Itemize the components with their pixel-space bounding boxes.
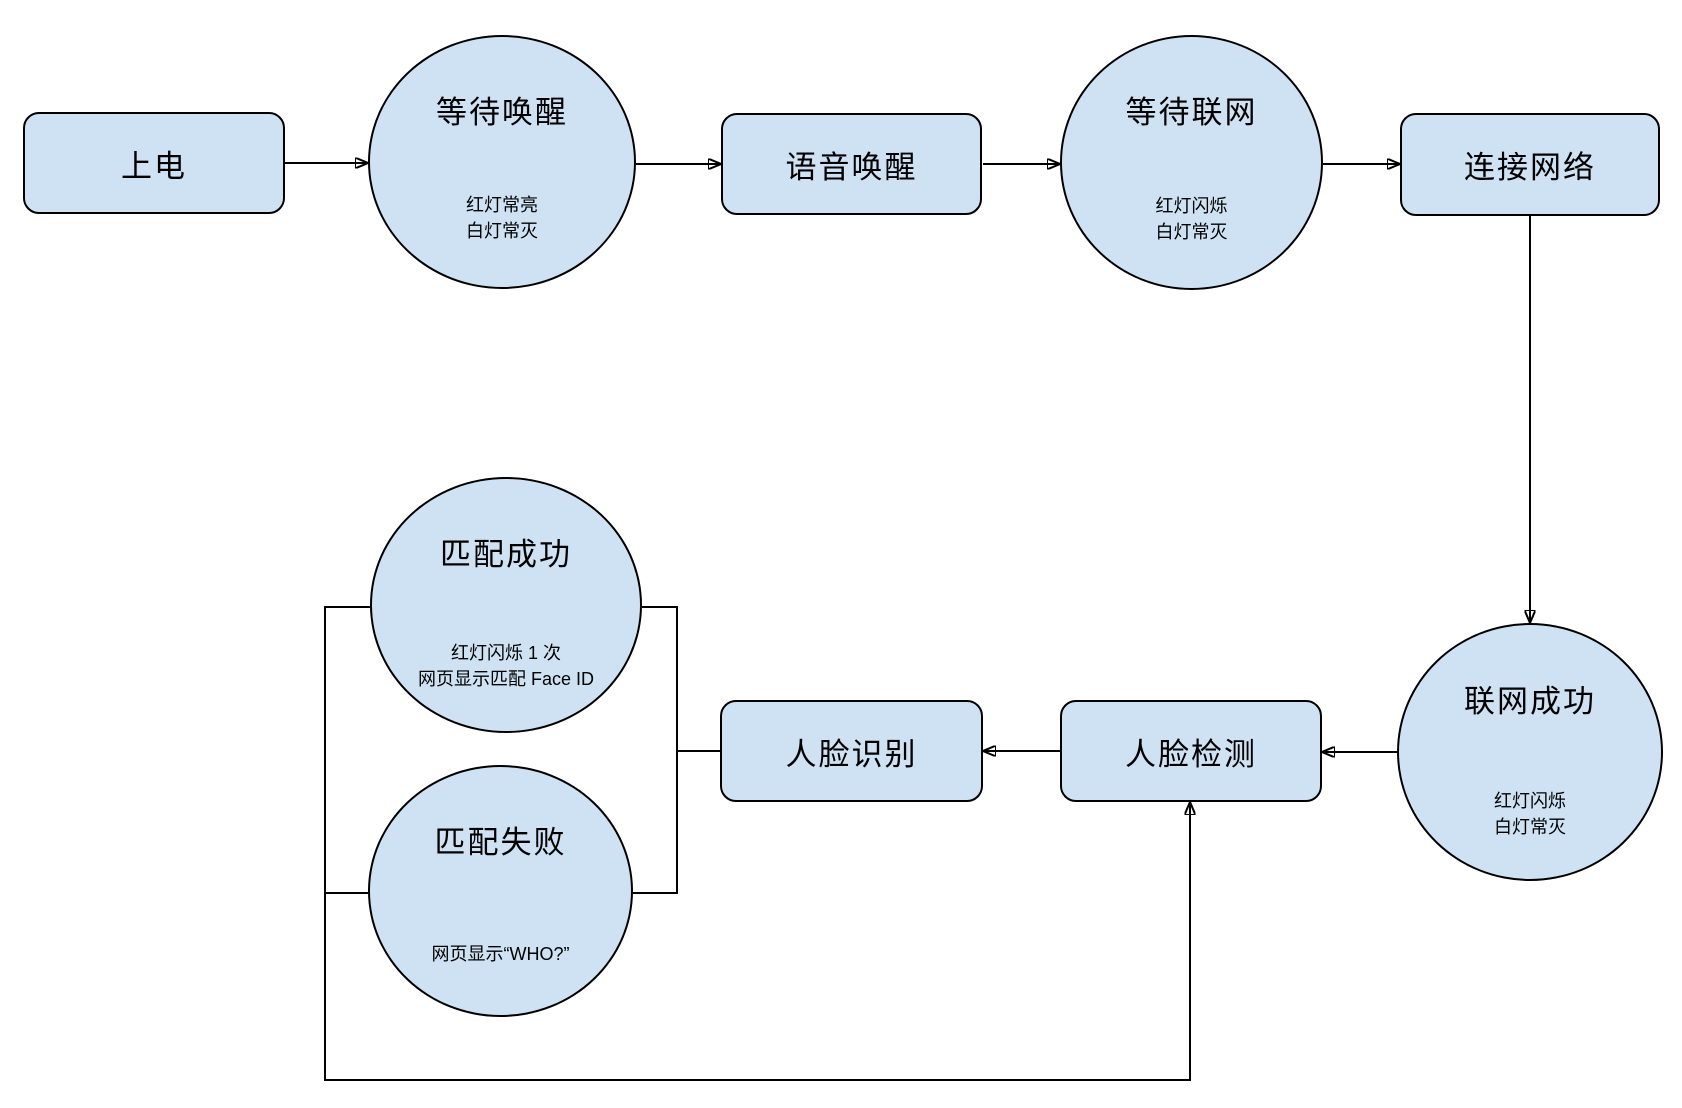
node-voice-wake-label: 语音唤醒 — [785, 149, 918, 185]
node-match-fail: 匹配失败 网页显示“WHO?” — [368, 765, 633, 1017]
node-match-success: 匹配成功 红灯闪烁 1 次 网页显示匹配 Face ID — [370, 477, 642, 733]
node-wait-network-title: 等待联网 — [1125, 95, 1258, 131]
node-network-success-sub: 红灯闪烁 白灯常灭 — [1494, 790, 1566, 837]
node-match-fail-sub: 网页显示“WHO?” — [431, 943, 570, 964]
node-network-success: 联网成功 红灯闪烁 白灯常灭 — [1397, 623, 1663, 881]
node-connect-network: 连接网络 — [1400, 113, 1660, 216]
node-power-on-label: 上电 — [121, 148, 187, 184]
node-connect-network-label: 连接网络 — [1464, 150, 1596, 185]
node-face-recognize-label: 人脸识别 — [785, 736, 918, 772]
node-face-detect-label: 人脸检测 — [1125, 736, 1257, 772]
node-wait-network: 等待联网 红灯闪烁 白灯常灭 — [1060, 35, 1323, 290]
node-match-fail-title: 匹配失败 — [434, 824, 567, 860]
node-face-recognize: 人脸识别 — [720, 700, 983, 802]
node-wait-network-sub: 红灯闪烁 白灯常灭 — [1155, 195, 1228, 242]
node-wait-wake: 等待唤醒 红灯常亮 白灯常灭 — [368, 35, 636, 289]
node-wait-wake-title: 等待唤醒 — [436, 95, 568, 130]
node-match-success-title: 匹配成功 — [440, 537, 572, 573]
node-network-success-title: 联网成功 — [1464, 683, 1596, 719]
node-wait-wake-sub: 红灯常亮 白灯常灭 — [466, 195, 538, 242]
node-match-success-sub: 红灯闪烁 1 次 网页显示匹配 Face ID — [417, 643, 595, 690]
node-power-on: 上电 — [23, 112, 285, 214]
node-face-detect: 人脸检测 — [1060, 700, 1322, 802]
node-voice-wake: 语音唤醒 — [721, 113, 982, 215]
